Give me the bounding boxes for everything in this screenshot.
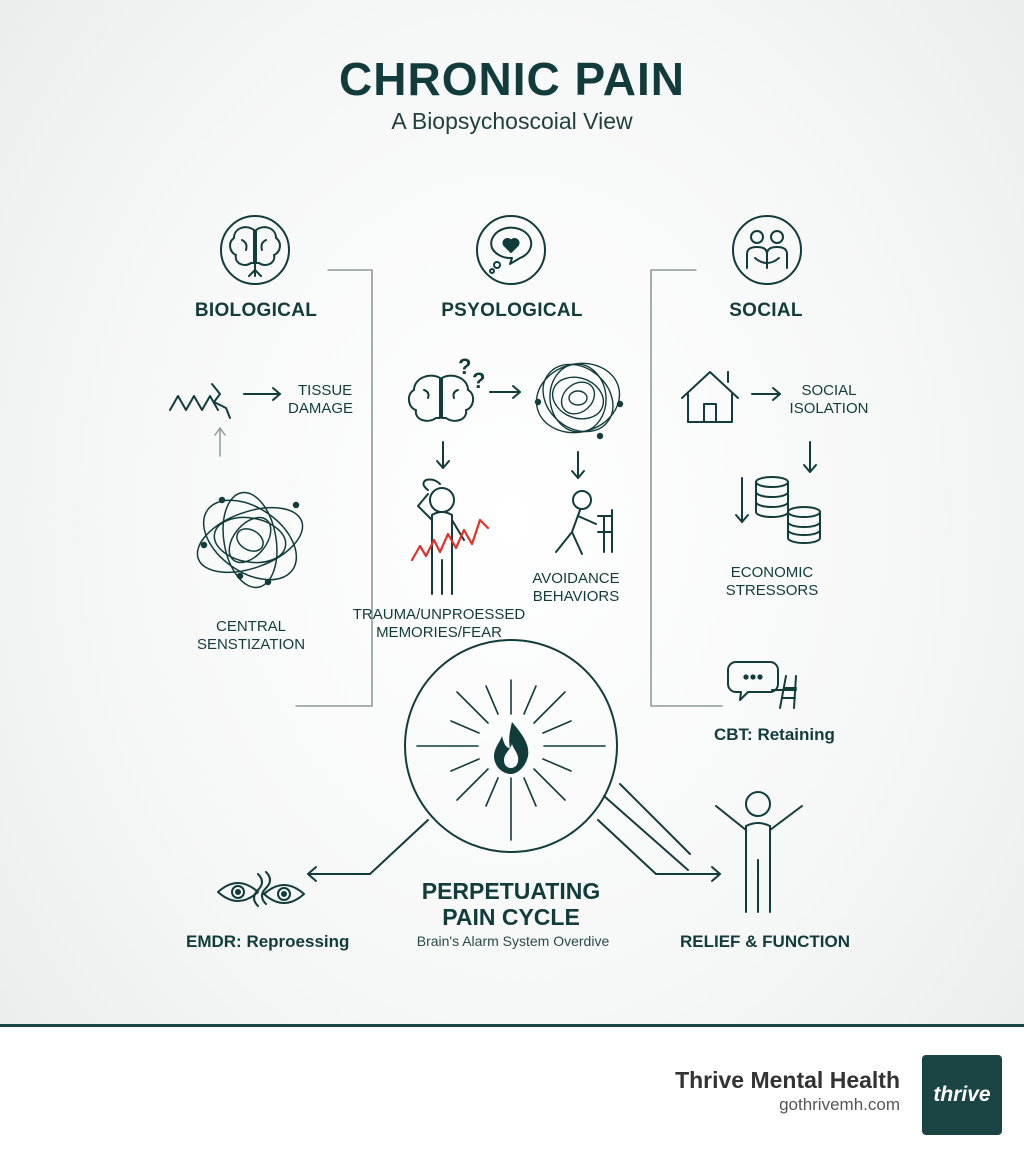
- coin-stack-icon: [735, 476, 821, 544]
- page-title: CHRONIC PAIN: [339, 53, 685, 105]
- pain-spike-icon: [410, 518, 490, 562]
- central-sensitization-line1: CENTRAL: [215, 618, 286, 635]
- economic-stressors-line2: STRESSORS: [725, 582, 819, 599]
- heart-thought-icon: [476, 215, 546, 285]
- central-sensitization-label: CENTRAL SENSTIZATION: [176, 618, 326, 654]
- flame-icon: [494, 722, 529, 774]
- avoidance-person-icon: [555, 490, 613, 555]
- social-isolation-line2: ISOLATION: [789, 400, 869, 417]
- brain-icon: [220, 215, 290, 285]
- infographic: ? ?: [169, 53, 884, 951]
- arrow-right-icon: [751, 387, 781, 401]
- avoidance-label: AVOIDANCE BEHAVIORS: [516, 570, 636, 606]
- avoidance-line2: BEHAVIORS: [532, 588, 620, 605]
- biological-heading: BIOLOGICAL: [194, 300, 318, 321]
- pain-cycle-circle: [404, 639, 618, 853]
- brand-url-link[interactable]: gothrivemh.com: [779, 1095, 900, 1114]
- question-marks-icon: ?: [458, 354, 471, 379]
- trauma-label: TRAUMA/UNPROESSED MEMORIES/FEAR: [344, 606, 534, 642]
- emdr-label: EMDR: Reproessing: [186, 932, 350, 951]
- avoidance-line1: AVOIDANCE: [532, 570, 620, 587]
- arrow-down-icon: [571, 451, 585, 479]
- confused-brain-icon: [408, 374, 474, 422]
- tissue-damage-line2: DAMAGE: [288, 400, 354, 417]
- social-heading: SOCIAL: [729, 300, 803, 321]
- arrow-right-icon: [489, 385, 521, 399]
- arrow-to-relief: [597, 783, 721, 882]
- footer: Thrive Mental Health gothrivemh.com thri…: [0, 1024, 1024, 1157]
- tissue-damage-line1: TISSUE: [298, 382, 353, 399]
- speech-ladder-icon: [727, 661, 797, 709]
- sensitization-swirl-icon: [196, 491, 304, 589]
- arrow-to-emdr: [307, 819, 429, 882]
- trauma-line1: TRAUMA/UNPROESSED: [352, 606, 526, 623]
- svg-text:?: ?: [472, 368, 485, 393]
- page-subtitle: A Biopsychoscoial View: [391, 108, 633, 134]
- arrow-down-icon: [436, 441, 450, 469]
- trauma-line2: MEMORIES/FEAR: [376, 624, 502, 641]
- cycle-title-line1: PERPETUATING: [421, 878, 601, 904]
- logo-text: thrive: [933, 1083, 991, 1106]
- social-isolation-line1: SOCIAL: [801, 382, 857, 399]
- relief-person-icon: [715, 791, 803, 913]
- central-sensitization-line2: SENSTIZATION: [196, 636, 306, 653]
- house-icon: [681, 371, 739, 423]
- cycle-subtitle: Brain's Alarm System Overdive: [416, 933, 610, 949]
- column-divider-lines: [295, 269, 723, 707]
- economic-stressors-label: ECONOMIC STRESSORS: [712, 564, 832, 600]
- zigzag-pain-icon: [169, 383, 257, 419]
- person-in-pain-icon: [417, 478, 465, 595]
- social-isolation-label: SOCIAL ISOLATION: [774, 382, 884, 418]
- cycle-title-line2: PAIN CYCLE: [442, 904, 580, 930]
- diagram-art: ? ?: [169, 215, 821, 913]
- cbt-label: CBT: Retaining: [714, 725, 835, 744]
- arrow-up-icon: [214, 427, 226, 457]
- thrive-logo[interactable]: thrive: [922, 1055, 1002, 1135]
- brand-name: Thrive Mental Health: [675, 1067, 900, 1093]
- arrow-right-icon: [249, 387, 281, 401]
- cycle-title: PERPETUATING PAIN CYCLE: [381, 878, 641, 930]
- tangled-thoughts-icon: [534, 362, 624, 440]
- relief-label: RELIEF & FUNCTION: [680, 932, 850, 951]
- economic-stressors-line1: ECONOMIC: [730, 564, 814, 581]
- eyes-icon: [217, 871, 305, 907]
- people-icon: [732, 215, 802, 285]
- tissue-damage-label: TISSUE DAMAGE: [288, 382, 353, 418]
- psychological-heading: PSYOLOGICAL: [441, 300, 583, 321]
- arrow-down-icon: [803, 441, 817, 473]
